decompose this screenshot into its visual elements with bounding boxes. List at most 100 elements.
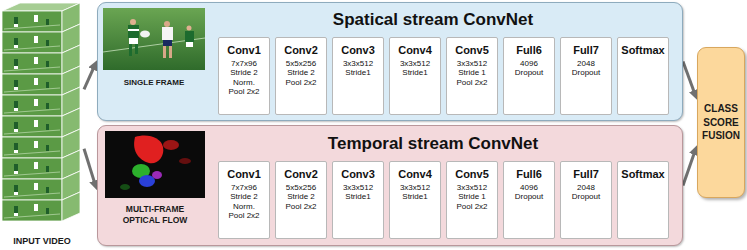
- param-line: 3x3x512: [343, 183, 373, 193]
- param-line: Dropout: [572, 68, 600, 78]
- layer-name: Conv4: [398, 168, 432, 181]
- layer-box: Softmax: [617, 161, 669, 239]
- param-line: Stride1: [400, 192, 430, 202]
- layer-params: 3x3x512 Stride1: [400, 59, 430, 78]
- video-frame: [2, 192, 80, 221]
- layer-params: 7x7x96 Stride 2 Norm. Pool 2x2: [228, 183, 259, 221]
- param-line: Stride 2: [285, 68, 316, 78]
- layer-box: Conv5 3x3x512 Stride 1 Pool 2x2: [446, 37, 498, 115]
- label-holder: SINGLE FRAME: [103, 78, 205, 88]
- layer-params: 2048 Dropout: [572, 183, 600, 202]
- optical-flow-image: [105, 131, 205, 198]
- layer-params: 3x3x512 Stride1: [400, 183, 430, 202]
- stream-panel: Conv17x7x96 Stride 2 Norm. Pool 2x2 Conv2…: [97, 125, 683, 246]
- param-line: Dropout: [572, 192, 600, 202]
- layer-params: 5x5x256 Stride 2 Pool 2x2: [285, 183, 316, 212]
- param-line: 3x3x512: [400, 183, 430, 193]
- flow-blob: [120, 184, 130, 190]
- layer-params: 3x3x512 Stride 1 Pool 2x2: [456, 183, 487, 212]
- param-line: Stride1: [343, 68, 373, 78]
- layer-box: Conv4 3x3x512 Stride1: [389, 161, 441, 239]
- player-stripe: [128, 29, 139, 31]
- layer-params: 7x7x96 Stride 2 Norm. Pool 2x2: [228, 59, 259, 97]
- param-line: Pool 2x2: [285, 78, 316, 88]
- layer-name: Conv5: [455, 44, 489, 57]
- fusion-label: CLASS SCORE FUSION: [700, 102, 742, 143]
- layer-name: Softmax: [621, 168, 664, 181]
- player-shorts: [129, 38, 138, 44]
- layer-box: Full72048 Dropout: [560, 161, 612, 239]
- layer-name: Conv4: [398, 44, 432, 57]
- player-shirt: [185, 31, 194, 42]
- flow-ground: [105, 131, 205, 198]
- video-frame: [2, 171, 80, 200]
- param-line: Stride1: [400, 68, 430, 78]
- flow-blob: [179, 158, 191, 164]
- flow-blob: [152, 171, 162, 179]
- layer-name: Conv3: [341, 168, 375, 181]
- param-line: 7x7x96: [228, 59, 259, 69]
- param-line: Dropout: [515, 192, 543, 202]
- input-video: INPUT VIDEO: [0, 0, 84, 248]
- layer-name: Conv2: [284, 44, 318, 57]
- param-line: Stride 1: [456, 68, 487, 78]
- param-line: Stride 1: [456, 192, 487, 202]
- image-caption: SINGLE FRAME: [103, 78, 205, 88]
- layer-params: 3x3x512 Stride 1 Pool 2x2: [456, 59, 487, 88]
- stream-panel: Conv1 7x7x96 Stride 2 Norm. Pool 2x2 Conv2…: [97, 2, 683, 121]
- param-line: 3x3x512: [400, 59, 430, 69]
- param-line: Stride 2: [228, 192, 259, 202]
- param-line: Dropout: [515, 68, 543, 78]
- layer-box: Conv3 3x3x512 Stride1: [332, 161, 384, 239]
- input-label: INPUT VIDEO: [13, 236, 71, 246]
- layer-params: 3x3x512 Stride1: [343, 59, 373, 78]
- flow-blob: [134, 135, 163, 163]
- player-head: [164, 21, 170, 27]
- layer-box: Full72048 Dropout: [560, 37, 612, 115]
- param-line: 2048: [572, 59, 600, 69]
- layer-box: Full6 4096 Dropout: [503, 161, 555, 239]
- single-frame-image: [103, 8, 205, 70]
- layer-params: 4096 Dropout: [515, 59, 543, 78]
- layer-box: Full64096 Dropout: [503, 37, 555, 115]
- param-line: Pool 2x2: [285, 202, 316, 212]
- param-line: 5x5x256: [285, 59, 316, 69]
- player-shorts: [186, 42, 193, 47]
- layer-params: 2048 Dropout: [572, 59, 600, 78]
- param-line: 3x3x512: [343, 59, 373, 69]
- param-line: Norm.: [228, 78, 259, 88]
- video-frame: [2, 3, 80, 32]
- layer-name: Conv2: [284, 168, 318, 181]
- param-line: 4096: [515, 59, 543, 69]
- flow-blob: [163, 140, 179, 150]
- param-line: Pool 2x2: [228, 87, 259, 97]
- stream-title: Spatical stream ConvNet: [333, 10, 533, 30]
- ball: [140, 31, 150, 38]
- player-leg: [169, 46, 172, 58]
- layer-name: Softmax: [621, 44, 664, 57]
- video-frame: [2, 45, 80, 74]
- video-frame: [2, 129, 80, 158]
- flow-arrow: [683, 62, 694, 93]
- layer-name: Full6: [516, 168, 542, 181]
- layer-box: Conv17x7x96 Stride 2 Norm. Pool 2x2: [218, 161, 270, 239]
- flow-arrow: [84, 149, 95, 183]
- flow-arrow: [683, 153, 694, 186]
- param-line: Stride 2: [285, 192, 316, 202]
- layer-name: Conv3: [341, 44, 375, 57]
- stream-title: Temporal stream ConvNet: [328, 134, 538, 154]
- video-frame: [2, 108, 80, 137]
- param-line: Stride1: [343, 192, 373, 202]
- fusion-box: CLASS SCORE FUSION: [697, 47, 745, 198]
- video-frame: [2, 66, 80, 95]
- video-frame: [2, 150, 80, 179]
- layer-name: Conv5: [455, 168, 489, 181]
- layer-name: Conv1: [227, 44, 261, 57]
- layer-params: 4096 Dropout: [515, 183, 543, 202]
- param-line: Pool 2x2: [456, 78, 487, 88]
- video-frame: [2, 24, 80, 53]
- param-line: Stride 2: [228, 68, 259, 78]
- video-frame: [2, 87, 80, 116]
